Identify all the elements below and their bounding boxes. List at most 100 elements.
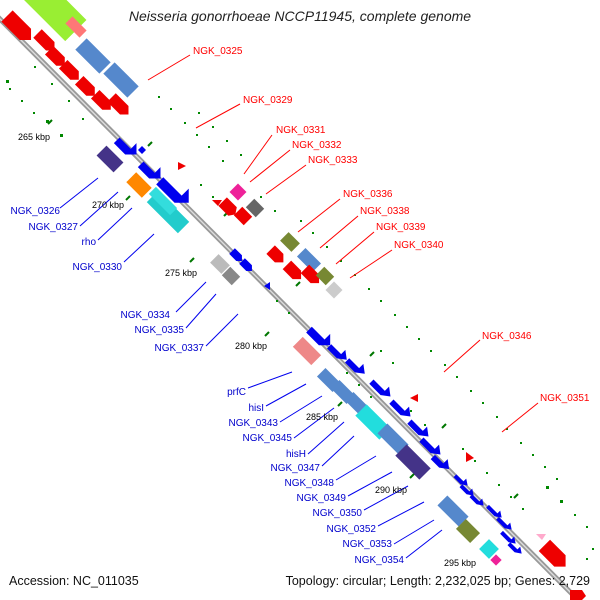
gene-arrow (459, 484, 474, 496)
forward-label-lines (147, 54, 539, 433)
gene-label-prfc: prfC (227, 387, 246, 398)
gene-arrow (326, 344, 347, 360)
gene-arrow (229, 248, 242, 261)
gene-arrow (430, 454, 450, 470)
gene-block (233, 206, 253, 226)
gene-label-hisi: hisI (248, 403, 264, 414)
ruler-label-290: 290 kbp (375, 485, 407, 495)
gene-block (377, 423, 409, 455)
gene-label-ngk-0336: NGK_0336 (343, 189, 393, 200)
gene-arrow (74, 75, 95, 96)
forward-gene-labels: NGK_0325 NGK_0329 NGK_0331 NGK_0332 NGK_… (193, 46, 590, 404)
gene-block (296, 247, 322, 273)
gene-label-ngk-0338: NGK_0338 (360, 206, 410, 217)
reverse-gene-labels: NGK_0326 NGK_0327 rho NGK_0330 NGK_0334 … (11, 206, 405, 566)
gene-label-ngk-0335: NGK_0335 (135, 325, 185, 336)
gene-arrow (266, 245, 284, 263)
gene-arrow (282, 260, 302, 280)
gene-arrow (138, 146, 146, 154)
gene-arrow (107, 93, 129, 115)
gene-block (221, 266, 241, 286)
gene-label-ngk-0345: NGK_0345 (243, 433, 293, 444)
gene-block (245, 198, 265, 218)
gene-arrow (239, 258, 252, 271)
gene-block (325, 281, 343, 299)
ruler-labels: 265 kbp 270 kbp 275 kbp 280 kbp 285 kbp … (18, 132, 476, 568)
ruler-label-265: 265 kbp (18, 132, 50, 142)
gene-arrow (137, 161, 161, 179)
gene-block (229, 183, 247, 201)
gene-label-ngk-0333: NGK_0333 (308, 155, 358, 166)
gene-label-ngk-0332: NGK_0332 (292, 140, 342, 151)
gene-arrow (507, 542, 522, 554)
gene-block (96, 145, 124, 173)
gene-block (65, 16, 87, 38)
gene-block (75, 38, 111, 74)
accession-label: Accession: NC_011035 (9, 574, 139, 588)
gene-arrow (156, 177, 189, 203)
gene-block (148, 186, 178, 216)
gene-label-ngk-0337: NGK_0337 (155, 343, 205, 354)
gene-arrow (178, 162, 186, 170)
gene-label-ngk-0351: NGK_0351 (540, 393, 590, 404)
gene-arrow (536, 534, 546, 540)
gene-arrow (369, 379, 391, 397)
gene-label-ngk-0343: NGK_0343 (229, 418, 279, 429)
gene-arrow (486, 504, 502, 518)
gene-block (479, 539, 499, 559)
gene-arrow (496, 516, 512, 530)
gene-label-ngk-0326: NGK_0326 (11, 206, 61, 217)
gene-arrow (264, 282, 270, 290)
gene-arrow (407, 419, 429, 437)
gene-block (103, 62, 139, 98)
gene-arrow (1, 10, 32, 41)
gene-label-ngk-0327: NGK_0327 (29, 222, 79, 233)
gene-label-ngk-0349: NGK_0349 (297, 493, 347, 504)
ruler-label-295: 295 kbp (444, 558, 476, 568)
gene-block (292, 336, 322, 366)
gene-label-ngk-0348: NGK_0348 (285, 478, 335, 489)
gene-label-ngk-0339: NGK_0339 (376, 222, 426, 233)
gene-label-rho: rho (82, 237, 97, 248)
ruler-label-275: 275 kbp (165, 268, 197, 278)
gene-arrow (90, 89, 111, 110)
gene-block (280, 232, 300, 252)
gene-label-ngk-0354: NGK_0354 (355, 555, 405, 566)
gene-label-ngk-0346: NGK_0346 (482, 331, 532, 342)
gene-arrow (500, 530, 516, 544)
gene-label-ngk-0331: NGK_0331 (276, 125, 326, 136)
gene-arrow (212, 200, 222, 206)
gene-label-ngk-0329: NGK_0329 (243, 95, 293, 106)
gene-arrow (218, 197, 237, 216)
gene-arrow (33, 29, 55, 51)
gene-label-ngk-0352: NGK_0352 (327, 524, 377, 535)
gene-arrow (453, 474, 468, 486)
gene-label-ngk-0340: NGK_0340 (394, 240, 444, 251)
gene-block (315, 266, 335, 286)
gene-arrow (466, 452, 474, 462)
gene-label-hish: hisH (286, 449, 306, 460)
gene-arrow (410, 394, 418, 402)
gene-arrow (570, 590, 586, 600)
gene-label-ngk-0347: NGK_0347 (271, 463, 321, 474)
gene-arrow (469, 494, 484, 506)
gene-arrow (306, 326, 331, 346)
gene-block (455, 518, 481, 544)
gene-label-ngk-0350: NGK_0350 (313, 508, 363, 519)
topology-label: Topology: circular; Length: 2,232,025 bp… (285, 574, 590, 588)
genome-title: Neisseria gonorrhoeae NCCP11945, complet… (128, 8, 472, 24)
gene-arrow (44, 45, 65, 66)
gene-block (490, 554, 502, 566)
gene-arrow (419, 437, 441, 455)
gene-label-ngk-0325: NGK_0325 (193, 46, 243, 57)
gene-arrow (300, 264, 320, 284)
ruler-label-270: 270 kbp (92, 200, 124, 210)
genome-backbone (0, 15, 582, 600)
ruler-ticks (47, 119, 519, 551)
gene-label-ngk-0330: NGK_0330 (73, 262, 123, 273)
gene-arrow (58, 59, 79, 80)
ruler-label-285: 285 kbp (306, 412, 338, 422)
reverse-label-lines (59, 177, 443, 559)
